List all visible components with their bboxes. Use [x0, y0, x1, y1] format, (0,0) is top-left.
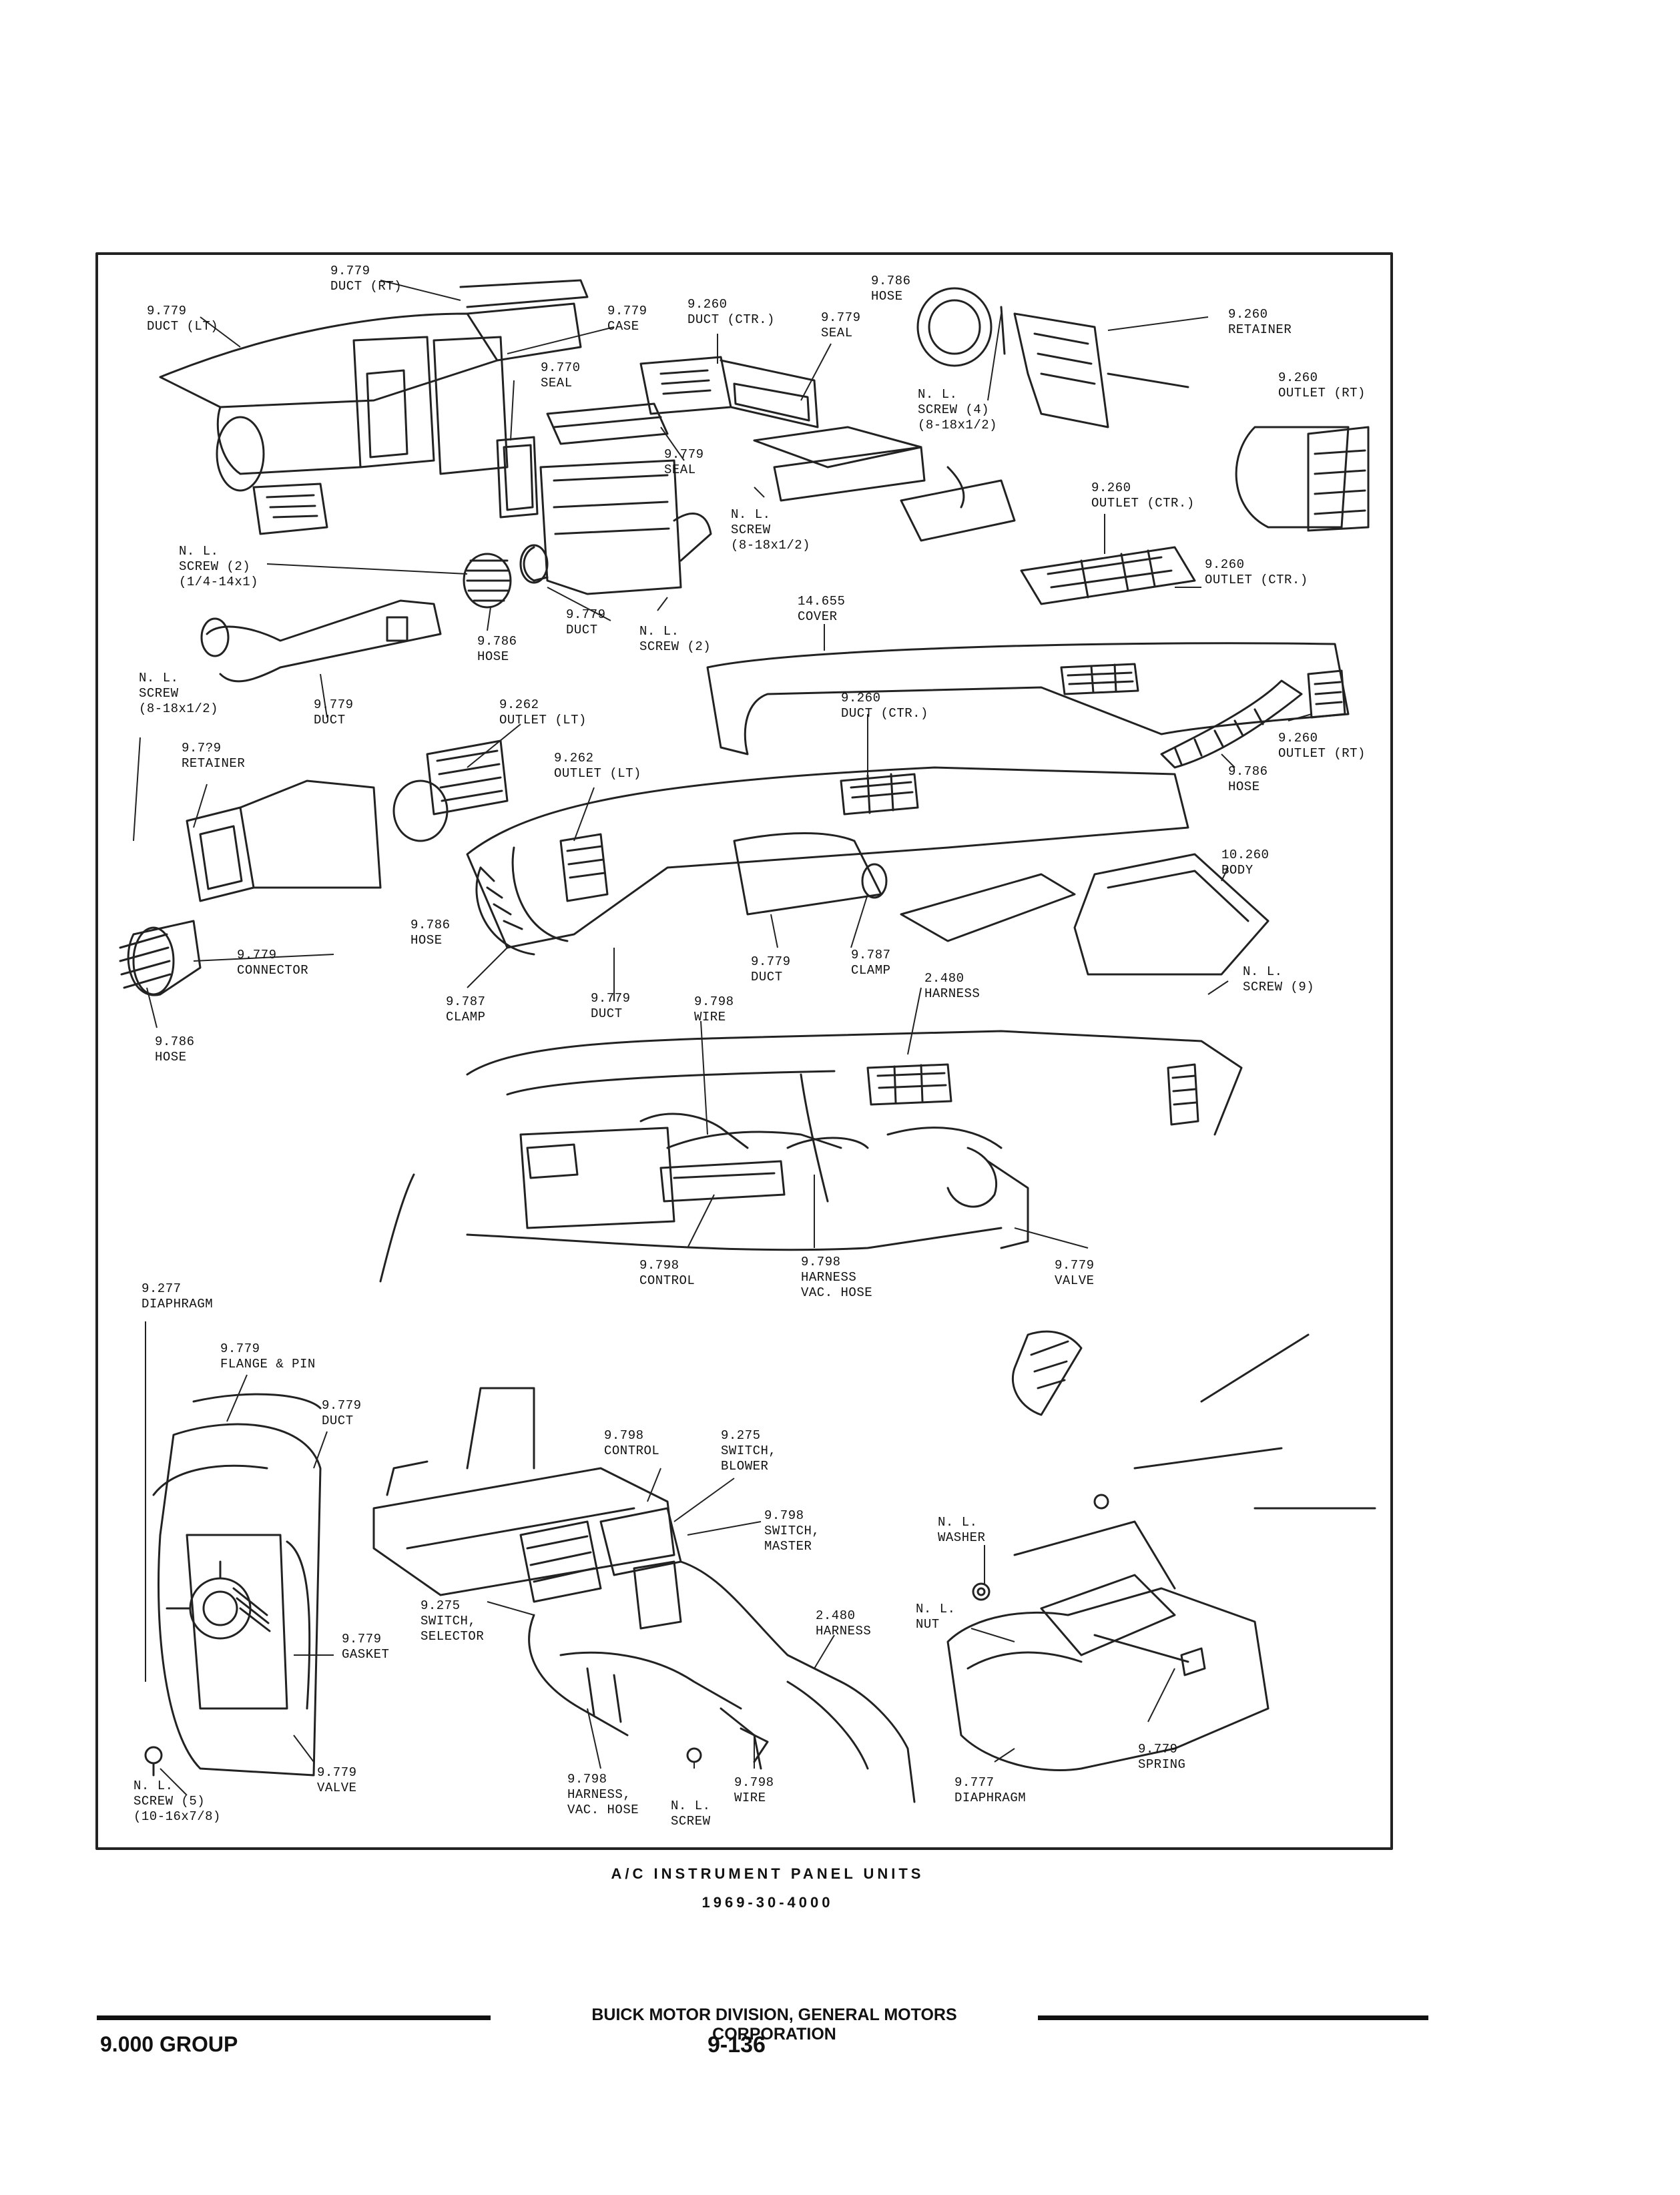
label-duct-lt-top: 9.779 DUCT (LT) — [147, 304, 219, 334]
label-harness-vac-bottom: 9.798 HARNESS, VAC. HOSE — [567, 1772, 639, 1817]
label-hose-left: 9.786 HOSE — [410, 918, 451, 948]
label-wire-bottom: 9.798 WIRE — [734, 1775, 774, 1805]
label-harness-bottom: 2.480 HARNESS — [816, 1608, 872, 1638]
label-connector: 9.779 CONNECTOR — [237, 948, 309, 978]
label-seal-9770: 9.770 SEAL — [541, 360, 581, 390]
label-cover: 14.655 COVER — [798, 594, 846, 624]
footer-rule-left — [97, 2015, 491, 2020]
label-valve-bottom: 9.779 VALVE — [317, 1765, 357, 1795]
label-clamp-rt: 9.787 CLAMP — [851, 948, 891, 978]
label-wire-top: 9.798 WIRE — [694, 994, 734, 1024]
label-control-bottom: 9.798 CONTROL — [604, 1428, 660, 1458]
label-spring: 9.779 SPRING — [1138, 1742, 1186, 1772]
label-screw-5: N. L. SCREW (5) (10-16x7/8) — [133, 1779, 221, 1824]
label-seal-top: 9.779 SEAL — [821, 310, 861, 340]
label-diaphragm-left: 9.277 DIAPHRAGM — [142, 1281, 214, 1311]
label-flange-pin: 9.779 FLANGE & PIN — [220, 1341, 316, 1371]
label-retainer-rt: 9.260 RETAINER — [1228, 307, 1292, 337]
label-gasket: 9.779 GASKET — [342, 1632, 390, 1662]
label-washer: N. L. WASHER — [938, 1515, 986, 1545]
label-duct-bottom: 9.779 DUCT — [591, 991, 631, 1021]
label-screw-2-left: N. L. SCREW (2) (1/4-14x1) — [179, 544, 259, 589]
label-body: 10.260 BODY — [1221, 848, 1270, 878]
figure-caption-title: A/C INSTRUMENT PANEL UNITS — [611, 1865, 924, 1882]
label-screw-2-mid: N. L. SCREW (2) — [639, 624, 712, 654]
label-harness-top: 2.480 HARNESS — [924, 971, 981, 1001]
label-harness-vac-mid: 9.798 HARNESS VAC. HOSE — [801, 1255, 873, 1300]
label-valve-mid: 9.779 VALVE — [1055, 1258, 1095, 1288]
label-screw-4: N. L. SCREW (4) (8-18x1/2) — [918, 387, 998, 432]
label-switch-selector: 9.275 SWITCH, SELECTOR — [421, 1598, 485, 1644]
label-hose-mid: 9.786 HOSE — [477, 634, 517, 664]
label-switch-master: 9.798 SWITCH, MASTER — [764, 1508, 820, 1554]
label-clamp-lt: 9.787 CLAMP — [446, 994, 486, 1024]
footer-group: 9.000 GROUP — [100, 2032, 238, 2056]
label-outlet-ctr-2: 9.260 OUTLET (CTR.) — [1205, 557, 1308, 587]
footer-page-number: 9-136 — [708, 2032, 766, 2058]
label-duct-left-bottom: 9.779 DUCT — [322, 1398, 362, 1428]
label-outlet-ctr-1: 9.260 OUTLET (CTR.) — [1091, 481, 1195, 511]
label-diaphragm-rt: 9.777 DIAPHRAGM — [954, 1775, 1027, 1805]
label-outlet-rt-mid: 9.260 OUTLET (RT) — [1278, 731, 1366, 761]
label-hose-rt: 9.786 HOSE — [1228, 764, 1268, 794]
footer-publisher: BUICK MOTOR DIVISION, GENERAL MOTORS COR… — [591, 2005, 957, 2044]
label-retainer-lt: 9.7?9 RETAINER — [182, 741, 246, 771]
label-duct-under: 9.779 DUCT — [751, 954, 791, 984]
label-hose-top: 9.786 HOSE — [871, 274, 911, 304]
label-hose-far-left: 9.786 HOSE — [155, 1034, 195, 1064]
label-screw-left: N. L. SCREW (8-18x1/2) — [139, 671, 219, 716]
label-screw-9: N. L. SCREW (9) — [1243, 964, 1315, 994]
label-outlet-rt-top: 9.260 OUTLET (RT) — [1278, 370, 1366, 400]
label-duct-ctr-top: 9.260 DUCT (CTR.) — [687, 297, 775, 327]
label-screw-8-18: N. L. SCREW (8-18x1/2) — [731, 507, 811, 553]
label-seal-mid: 9.779 SEAL — [664, 447, 704, 477]
label-case: 9.779 CASE — [607, 304, 647, 334]
label-switch-blower: 9.275 SWITCH, BLOWER — [721, 1428, 777, 1474]
label-duct-lower-left: 9.779 DUCT — [314, 697, 354, 727]
label-outlet-lt-1: 9.262 OUTLET (LT) — [499, 697, 587, 727]
label-duct-case: 9.779 DUCT — [566, 607, 606, 637]
label-screw-bottom: N. L. SCREW — [671, 1799, 711, 1829]
label-duct-rt-top: 9.779 DUCT (RT) — [330, 264, 402, 294]
label-nut: N. L. NUT — [916, 1602, 956, 1632]
label-control-mid: 9.798 CONTROL — [639, 1258, 695, 1288]
label-duct-ctr-mid: 9.260 DUCT (CTR.) — [841, 691, 928, 721]
footer-rule-right — [1038, 2015, 1428, 2020]
diagram-frame — [95, 252, 1393, 1850]
figure-caption-code: 1969-30-4000 — [702, 1894, 834, 1911]
label-outlet-lt-2: 9.262 OUTLET (LT) — [554, 751, 641, 781]
